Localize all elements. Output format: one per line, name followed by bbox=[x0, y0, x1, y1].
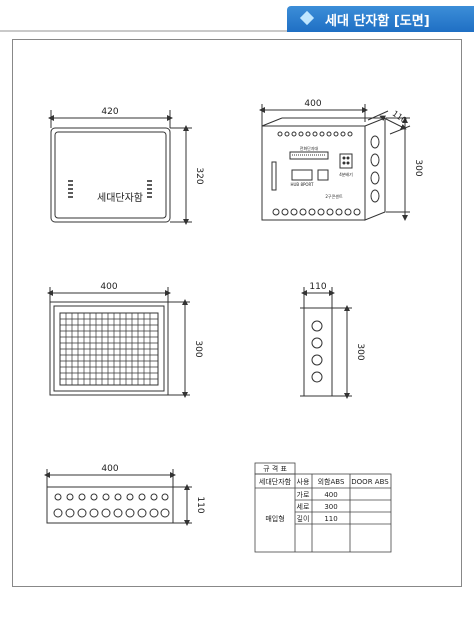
bottom-knockouts-top-row bbox=[54, 493, 169, 501]
splitter-box bbox=[339, 153, 353, 169]
spec-value-depth: 110 bbox=[324, 515, 337, 523]
interior-depth-dim bbox=[379, 115, 407, 130]
interior-label-terminal: 전화단자대 bbox=[300, 145, 319, 151]
grid-height-label: 300 bbox=[193, 340, 203, 357]
front-vent-right bbox=[147, 180, 152, 198]
spec-dim-width: 가로 bbox=[297, 490, 310, 499]
front-vent-left bbox=[68, 180, 73, 198]
interior-top-knockouts bbox=[277, 131, 353, 137]
interior-depth-ext-a bbox=[367, 110, 389, 121]
interior-side-knockouts bbox=[370, 135, 380, 203]
spec-dim-depth: 깊이 bbox=[297, 514, 310, 523]
interior-box-side bbox=[364, 117, 386, 221]
grid-width-label: 400 bbox=[100, 282, 117, 292]
header-rule bbox=[0, 30, 287, 32]
front-height-label: 320 bbox=[194, 167, 204, 184]
spec-table-title: 규 격 표 bbox=[263, 465, 287, 473]
bottom-depth-label: 110 bbox=[195, 496, 205, 513]
grid-outer-frame bbox=[49, 301, 169, 396]
grid-inner-frame bbox=[53, 305, 165, 392]
interior-width-label: 400 bbox=[304, 99, 321, 109]
front-box-outline bbox=[50, 127, 171, 223]
page-title: 세대 단자함 [도면] bbox=[325, 14, 430, 29]
interior-bottom-knockouts bbox=[272, 208, 361, 216]
outlet-plate bbox=[317, 169, 329, 181]
interior-depth-ext-b bbox=[389, 125, 411, 135]
bottom-view bbox=[44, 469, 192, 526]
drawing-frame bbox=[12, 39, 462, 587]
interior-height-label: 300 bbox=[413, 159, 423, 176]
interior-top-left-edge bbox=[261, 117, 283, 127]
front-view bbox=[48, 110, 192, 225]
title-tab bbox=[287, 6, 474, 32]
side-knockouts bbox=[311, 320, 323, 383]
hub-module bbox=[291, 169, 313, 181]
spec-table bbox=[254, 462, 392, 553]
interior-label-outlet: 2구콘센트 bbox=[325, 193, 343, 199]
bottom-width-label: 400 bbox=[101, 464, 118, 474]
spec-header-product: 세대단자함 bbox=[259, 477, 292, 486]
front-width-label: 420 bbox=[101, 107, 118, 117]
spec-value-height: 300 bbox=[324, 503, 337, 511]
spec-value-width: 400 bbox=[324, 491, 337, 499]
interior-label-splitter: 4분배기 bbox=[339, 171, 353, 177]
header-bar: 세대 단자함 [도면] bbox=[0, 0, 474, 34]
spec-header-use: 사용 bbox=[297, 477, 310, 486]
front-box-inner bbox=[54, 131, 167, 219]
bottom-box-outline bbox=[46, 486, 174, 524]
spec-header-door: DOOR ABS bbox=[351, 478, 389, 486]
interior-label-hub: HUB 8PORT bbox=[291, 182, 315, 187]
bottom-knockouts-bottom-row bbox=[53, 508, 170, 518]
grid-mesh bbox=[60, 313, 158, 385]
spec-header-case: 외함ABS bbox=[318, 477, 345, 486]
interior-box-front bbox=[261, 126, 365, 221]
mounting-rail bbox=[271, 161, 277, 191]
telephone-terminal-block bbox=[289, 151, 329, 160]
spec-type-label: 매입형 bbox=[265, 515, 284, 523]
side-depth-label: 110 bbox=[309, 282, 326, 292]
side-height-label: 300 bbox=[355, 343, 365, 360]
side-view bbox=[300, 287, 352, 399]
spec-dim-height: 세로 bbox=[297, 502, 310, 511]
grid-view bbox=[47, 287, 190, 398]
front-box-label: 세대단자함 bbox=[97, 192, 143, 204]
interior-view bbox=[259, 104, 411, 221]
